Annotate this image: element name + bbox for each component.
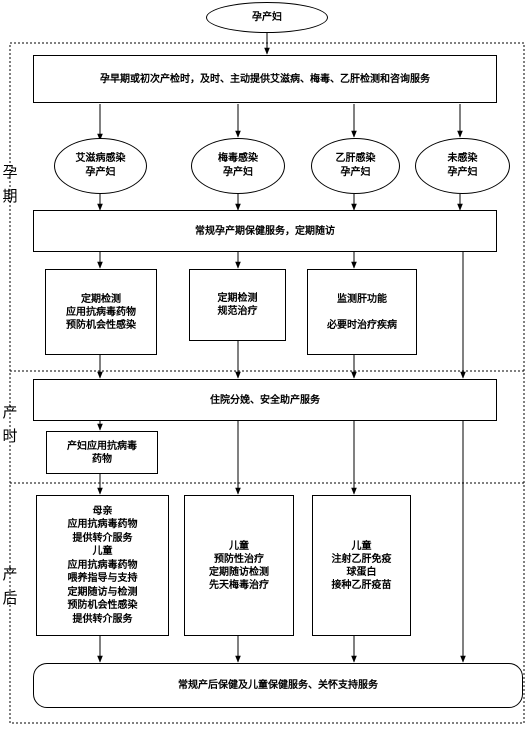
hbv-pregnancy-care-box: 监测肝功能 必要时治疗疾病 (307, 269, 417, 355)
start-node: 孕产妇 (206, 2, 328, 33)
arrows (97, 33, 466, 663)
delivery-drug-box: 产妇应用抗病毒 药物 (46, 431, 158, 474)
routine-prenatal-box: 常规孕产期保健服务，定期随访 (33, 210, 497, 252)
syphilis-node: 梅毒感染 孕产妇 (191, 138, 285, 194)
hiv-postpartum-box: 母亲 应用抗病毒药物 提供转介服务 儿童 应用抗病毒药物 喂养指导与支持 定期随… (36, 495, 169, 636)
hbv-node: 乙肝感染 孕产妇 (311, 138, 400, 194)
hbv-postpartum-box: 儿童 注射乙肝免疫 球蛋白 接种乙肝疫苗 (312, 495, 411, 636)
delivery-box: 住院分娩、安全助产服务 (33, 379, 497, 421)
stage-label-postpartum: 产 后 (2, 565, 18, 607)
syphilis-pregnancy-care-box: 定期检测 规范治疗 (189, 269, 286, 341)
routine-postpartum-box: 常规产后保健及儿童保健服务、关怀支持服务 (33, 663, 523, 708)
syphilis-postpartum-box: 儿童 预防性治疗 定期随访检测 先天梅毒治疗 (184, 495, 294, 636)
screening-box: 孕早期或初次产检时，及时、主动提供艾滋病、梅毒、乙肝检测和咨询服务 (33, 55, 497, 103)
uninfected-node: 未感染 孕产妇 (415, 138, 510, 194)
hiv-node: 艾滋病感染 孕产妇 (54, 138, 147, 194)
stage-label-delivery: 产 时 (2, 403, 18, 445)
stage-label-pregnancy: 孕 期 (2, 163, 18, 205)
hiv-pregnancy-care-box: 定期检测 应用抗病毒药物 预防机会性感染 (45, 269, 157, 355)
